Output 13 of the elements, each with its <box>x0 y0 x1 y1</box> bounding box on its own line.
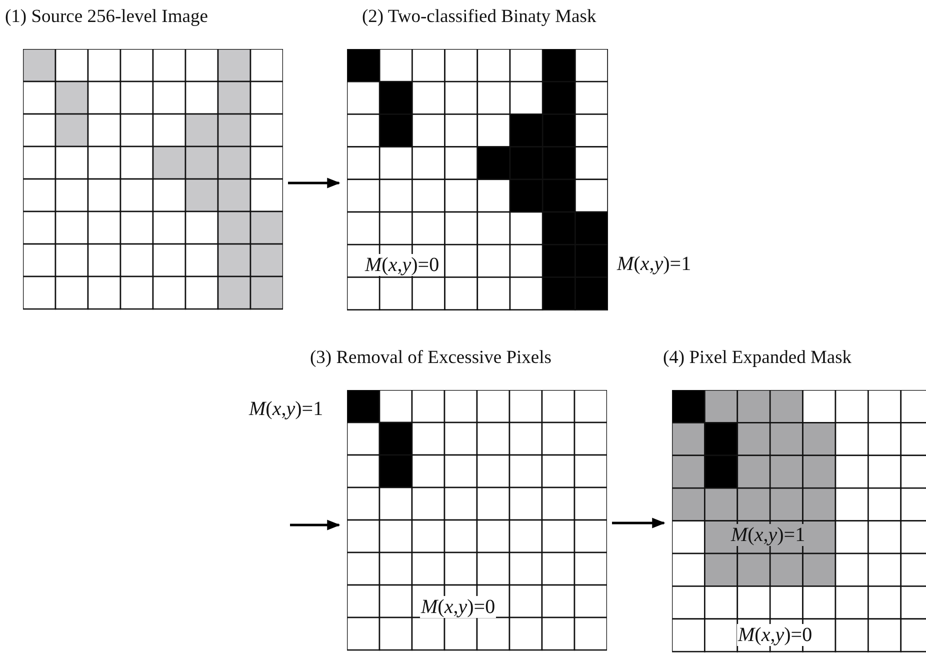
mask-value-label: M(x,y)=1 <box>730 524 806 546</box>
arrow <box>290 520 340 530</box>
arrow <box>612 518 666 528</box>
panel-title: (1) Source 256-level Image <box>5 6 208 28</box>
mask-value-label: M(x,y)=1 <box>616 253 692 275</box>
mask-value-label: M(x,y)=0 <box>364 254 440 276</box>
panel-title: (2) Two-classified Binaty Mask <box>362 6 596 28</box>
panel-title: (4) Pixel Expanded Mask <box>663 347 852 369</box>
arrow <box>288 178 340 188</box>
mask-value-label: M(x,y)=0 <box>737 624 814 646</box>
mask-value-label: M(x,y)=1 <box>248 398 324 420</box>
panel-title: (3) Removal of Excessive Pixels <box>310 347 552 369</box>
mask-value-label: M(x,y)=0 <box>420 596 496 618</box>
